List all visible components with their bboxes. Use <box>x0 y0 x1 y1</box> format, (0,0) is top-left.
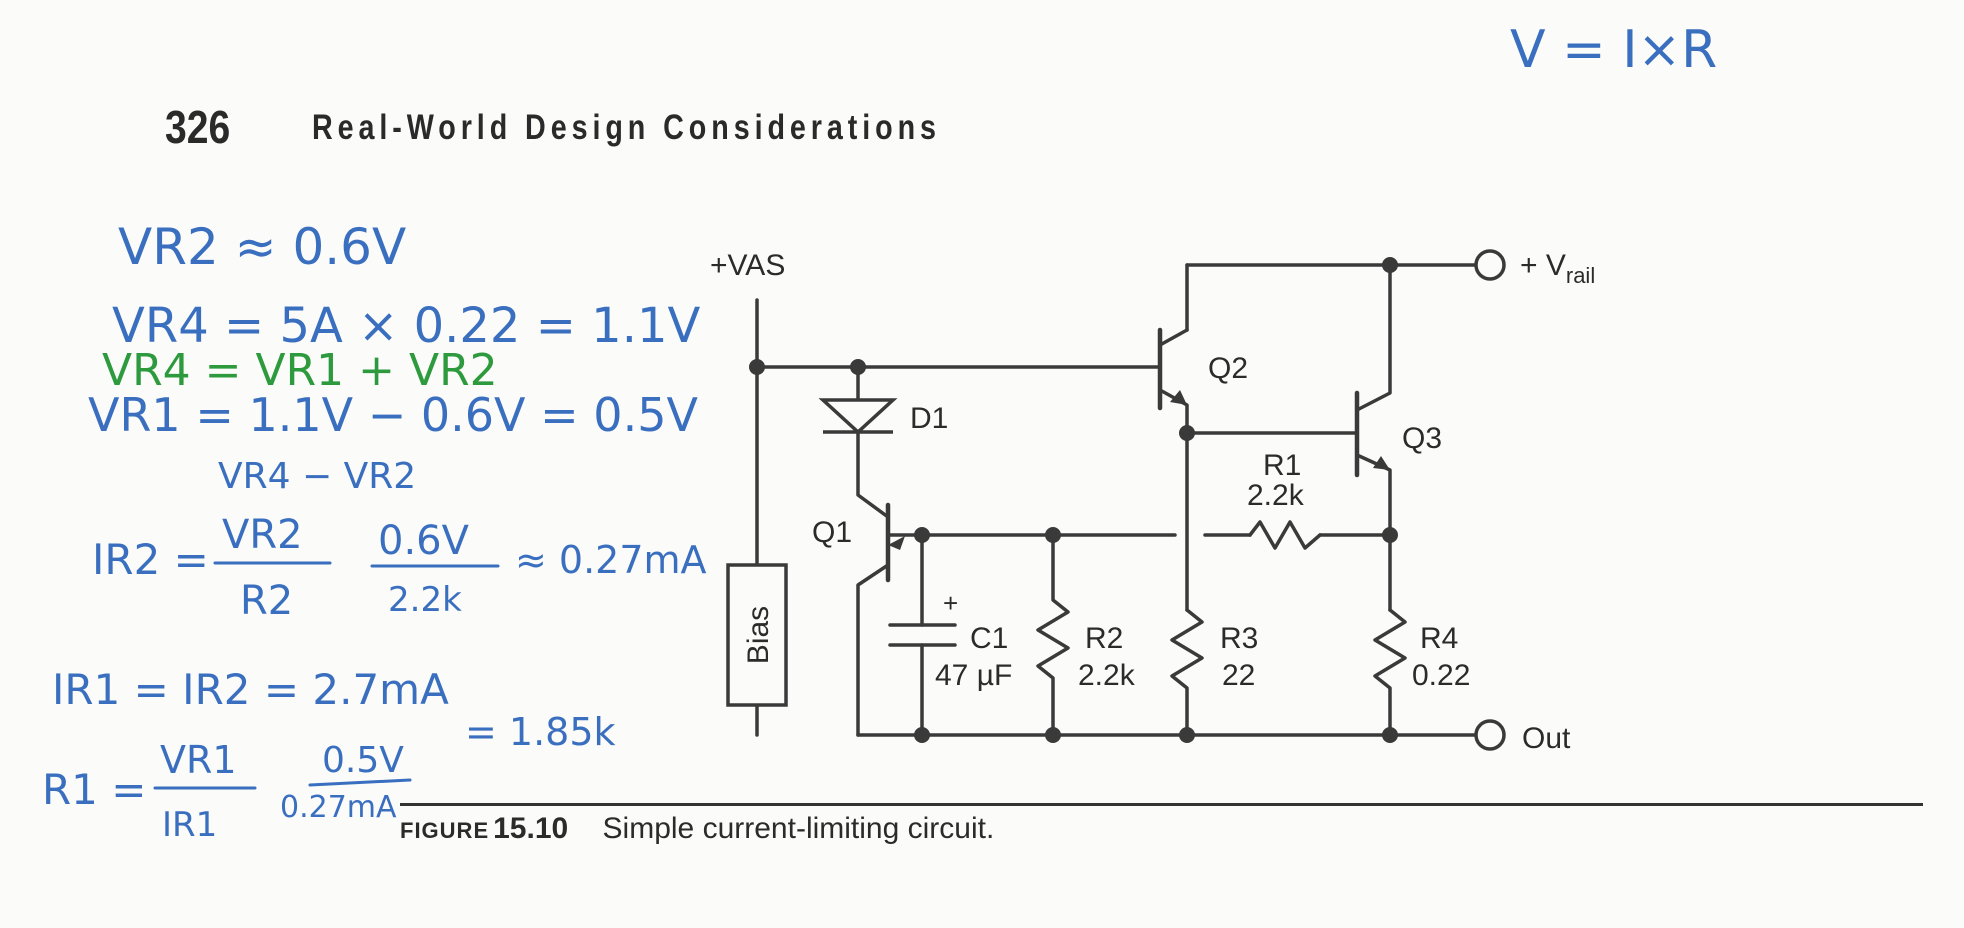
handwritten-r1-den: IR1 <box>162 805 218 845</box>
r3-resistor <box>1170 608 1204 737</box>
vrail-label-sub: rail <box>1566 263 1595 288</box>
junction-dot <box>850 359 866 375</box>
out-label: Out <box>1522 722 1571 755</box>
handwritten-line-3: VR4 = VR1 + VR2 <box>102 345 498 396</box>
q2-label: Q2 <box>1208 352 1248 385</box>
handwritten-ir2-mid-num: 0.6V <box>378 518 469 564</box>
handwritten-r1-num: VR1 <box>160 738 237 782</box>
c1-polarity: + <box>943 588 958 618</box>
r1-value: 2.2k <box>1247 479 1305 512</box>
figure-label: Figure15.10 <box>400 812 568 845</box>
d1-to-q1-collector-wire <box>856 430 890 519</box>
handwritten-line-2: VR4 = 5A × 0.22 = 1.1V <box>112 298 701 354</box>
running-title: Real-World Design Considerations <box>312 108 941 147</box>
r4-resistor <box>1373 608 1407 737</box>
q3-label: Q3 <box>1402 422 1442 455</box>
junction-dot <box>914 527 930 543</box>
page-number: 326 <box>165 101 231 153</box>
junction-dot <box>749 359 765 375</box>
handwritten-line-7: IR1 = IR2 = 2.7mA <box>52 665 449 714</box>
r2-resistor <box>1036 533 1070 737</box>
q3-collector-wire <box>1355 263 1392 412</box>
junction-dot <box>1179 425 1195 441</box>
junction-dot <box>1045 527 1061 543</box>
q2-emitter-wire <box>1158 388 1189 612</box>
q1-emitter-arrow <box>888 536 905 550</box>
bias-label: Bias <box>742 606 775 664</box>
junction-dot <box>914 727 930 743</box>
vrail-label: + Vrail <box>1520 249 1595 288</box>
out-terminal <box>1474 719 1506 751</box>
figure-caption-text: Simple current-limiting circuit. <box>602 812 995 845</box>
handwritten-r1-mid-den: 0.27mA <box>280 790 397 825</box>
junction-dot <box>1045 727 1061 743</box>
handwritten-r1-mid-num: 0.5V <box>322 740 404 781</box>
vrail-label-prefix: + V <box>1520 249 1566 282</box>
r4-value: 0.22 <box>1412 659 1470 692</box>
junction-dot <box>1382 727 1398 743</box>
r1-label: R1 <box>1263 449 1301 482</box>
handwritten-ir2-num: VR2 <box>222 512 303 558</box>
r2-label: R2 <box>1085 622 1123 655</box>
vas-label: +VAS <box>710 249 785 282</box>
handwritten-ir2-lhs: IR2 = <box>92 535 209 584</box>
junction-dot <box>1382 527 1398 543</box>
r1-resistor <box>1248 520 1322 550</box>
q2-emitter-arrow <box>1170 390 1187 405</box>
r3-label: R3 <box>1220 622 1258 655</box>
junction-dot <box>1179 727 1195 743</box>
handwritten-line-4: VR1 = 1.1V − 0.6V = 0.5V <box>88 388 698 442</box>
q1-emitter-wire <box>856 563 890 737</box>
c1-value: 47 µF <box>935 659 1012 692</box>
figure-number: 15.10 <box>493 812 569 845</box>
handwritten-r1-result: = 1.85k <box>465 710 616 754</box>
handwritten-ohms-law: V = I×R <box>1510 20 1718 80</box>
bias-block <box>726 563 788 707</box>
handwritten-ir2-mid-den: 2.2k <box>388 580 462 620</box>
figure-caption: Figure15.10 Simple current-limiting circ… <box>400 812 994 846</box>
caption-rule <box>400 803 1923 806</box>
junction-dot <box>1382 257 1398 273</box>
vrail-terminal <box>1474 249 1506 281</box>
r4-label: R4 <box>1420 622 1458 655</box>
handwritten-line-1: VR2 ≈ 0.6V <box>118 218 407 276</box>
handwritten-line-5: VR4 − VR2 <box>218 456 417 497</box>
q3-emitter-arrow <box>1373 456 1390 470</box>
q2-collector-leg <box>1158 328 1189 347</box>
d1-diode <box>818 398 898 435</box>
handwritten-ir2-result: ≈ 0.27mA <box>515 538 707 582</box>
r2-value: 2.2k <box>1078 659 1136 692</box>
q1-label: Q1 <box>812 516 852 549</box>
handwritten-r1-lhs: R1 = <box>42 765 147 814</box>
d1-label: D1 <box>910 402 948 435</box>
figure-word: Figure <box>400 818 490 843</box>
r3-value: 22 <box>1222 659 1255 692</box>
handwritten-ir2-den: R2 <box>240 578 294 624</box>
c1-label: C1 <box>970 622 1008 655</box>
handwritten-r1-mid-fraction-bar <box>308 778 412 787</box>
